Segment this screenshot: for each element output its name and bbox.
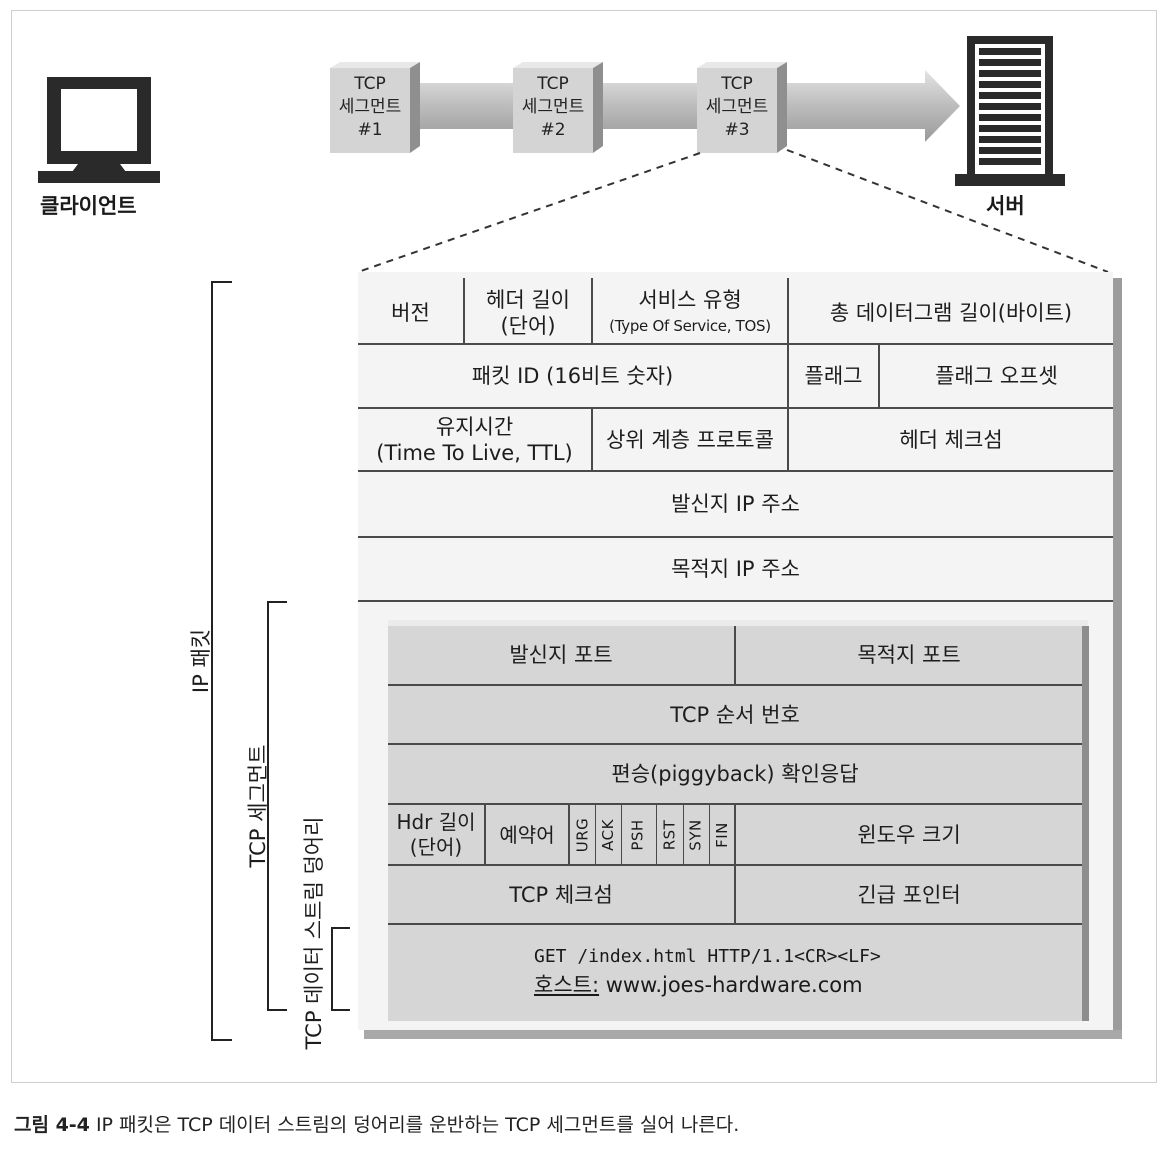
zoom-line-left (357, 152, 701, 273)
ip-version: 버전 (391, 300, 430, 325)
ip-col-line (591, 278, 593, 343)
http-request-line: GET /index.html HTTP/1.1<CR><LF> (534, 946, 881, 967)
host-header-value: www.joes-hardware.com (599, 973, 863, 997)
host-header-name: 호스트: (534, 973, 600, 997)
http-host-line: 호스트: www.joes-hardware.com (534, 970, 1054, 1000)
tcp-urgent-pointer: 긴급 포인터 (857, 882, 961, 907)
tcp-destination-port: 목적지 포트 (857, 643, 961, 667)
tcp-col-line (621, 805, 622, 864)
segment-box-1 (330, 62, 420, 153)
ip-row-line (358, 536, 1113, 538)
tcp-chunk-label: TCP 데이터 스트림 덩어리 (302, 816, 326, 1050)
tcp-checksum: TCP 체크섬 (509, 882, 613, 907)
ip-destination-address: 목적지 IP 주소 (671, 557, 800, 581)
ip-row-line (358, 343, 1113, 345)
server-icon (955, 36, 1065, 186)
tcp-segment-side (1082, 626, 1089, 1021)
tcp-sequence-number: TCP 순서 번호 (670, 702, 800, 727)
computer-icon (38, 77, 160, 183)
ip-col-line (787, 278, 789, 470)
tcp-source-port: 발신지 포트 (509, 643, 613, 667)
tcp-col-line (683, 805, 684, 864)
transfer-diagram (38, 36, 1109, 273)
ip-header-checksum: 헤더 체크섬 (899, 427, 1003, 452)
ip-fragment-offset: 플래그 오프셋 (935, 364, 1058, 388)
ip-col-line (463, 278, 465, 343)
ip-header-length: 헤더 길이(단어) (486, 287, 570, 338)
figure-number: 그림 4-4 (14, 1114, 90, 1136)
tcp-col-line (484, 805, 486, 864)
ip-packet-side (1113, 278, 1122, 1038)
tcp-reserved: 예약어 (499, 822, 555, 847)
ip-flags: 플래그 (804, 364, 863, 388)
tcp-row-line (388, 923, 1082, 925)
figure-caption-text: IP 패킷은 TCP 데이터 스트림의 덩어리를 운반하는 TCP 세그먼트를 … (89, 1114, 740, 1136)
ip-row-line (358, 600, 1113, 602)
tcp-flag-urg: URG (573, 817, 591, 853)
ip-protocol: 상위 계층 프로토콜 (606, 427, 774, 452)
segment-box-2 (513, 62, 603, 153)
tcp-flag-syn: SYN (687, 819, 705, 851)
ip-source-address: 발신지 IP 주소 (671, 492, 800, 516)
segment-box-3 (697, 62, 787, 153)
tcp-segment-top (388, 620, 1088, 626)
tcp-segment-label: TCP 세그먼트 (246, 744, 270, 868)
ip-ttl: 유지시간(Time To Live, TTL) (376, 414, 573, 465)
figure-caption: 그림 4-4 IP 패킷은 TCP 데이터 스트림의 덩어리를 운반하는 TCP… (14, 1110, 739, 1137)
tcp-row-line (388, 684, 1082, 686)
ip-col-line (878, 343, 880, 407)
tcp-col-line (734, 805, 736, 923)
ip-packet-id: 패킷 ID (16비트 숫자) (471, 364, 674, 388)
ip-packet-label: IP 패킷 (189, 628, 213, 694)
tcp-data-chunk: GET /index.html HTTP/1.1<CR><LF> 호스트: ww… (534, 944, 1054, 1000)
ip-col-line (591, 407, 593, 470)
tcp-col-line (568, 805, 570, 864)
tcp-col-line (734, 626, 736, 684)
tcp-row-line (388, 803, 1082, 805)
tcp-window-size: 윈도우 크기 (857, 822, 961, 847)
server-label: 서버 (986, 194, 1025, 218)
tcp-row-line (388, 743, 1082, 745)
tcp-header-length: Hdr 길이(단어) (396, 809, 476, 859)
zoom-line-right (786, 149, 1109, 273)
tcp-flag-psh: PSH (629, 819, 648, 851)
tcp-acknowledgement: 편승(piggyback) 확인응답 (611, 762, 859, 786)
data-flow-arrow (335, 70, 960, 142)
ip-row-line (358, 470, 1113, 472)
ip-total-length: 총 데이터그램 길이(바이트) (829, 300, 1073, 325)
client-label: 클라이언트 (40, 194, 137, 218)
tcp-flag-rst: RST (660, 819, 679, 851)
tcp-flag-ack: ACK (599, 819, 617, 851)
tcp-col-line (709, 805, 710, 864)
tcp-col-line (595, 805, 596, 864)
ip-type-of-service: 서비스 유형(Type Of Service, TOS) (609, 287, 771, 335)
ip-packet-bottom (364, 1030, 1122, 1039)
ip-row-line (358, 407, 1113, 409)
tcp-flag-fin: FIN (713, 822, 731, 848)
tcp-col-line (656, 805, 657, 864)
